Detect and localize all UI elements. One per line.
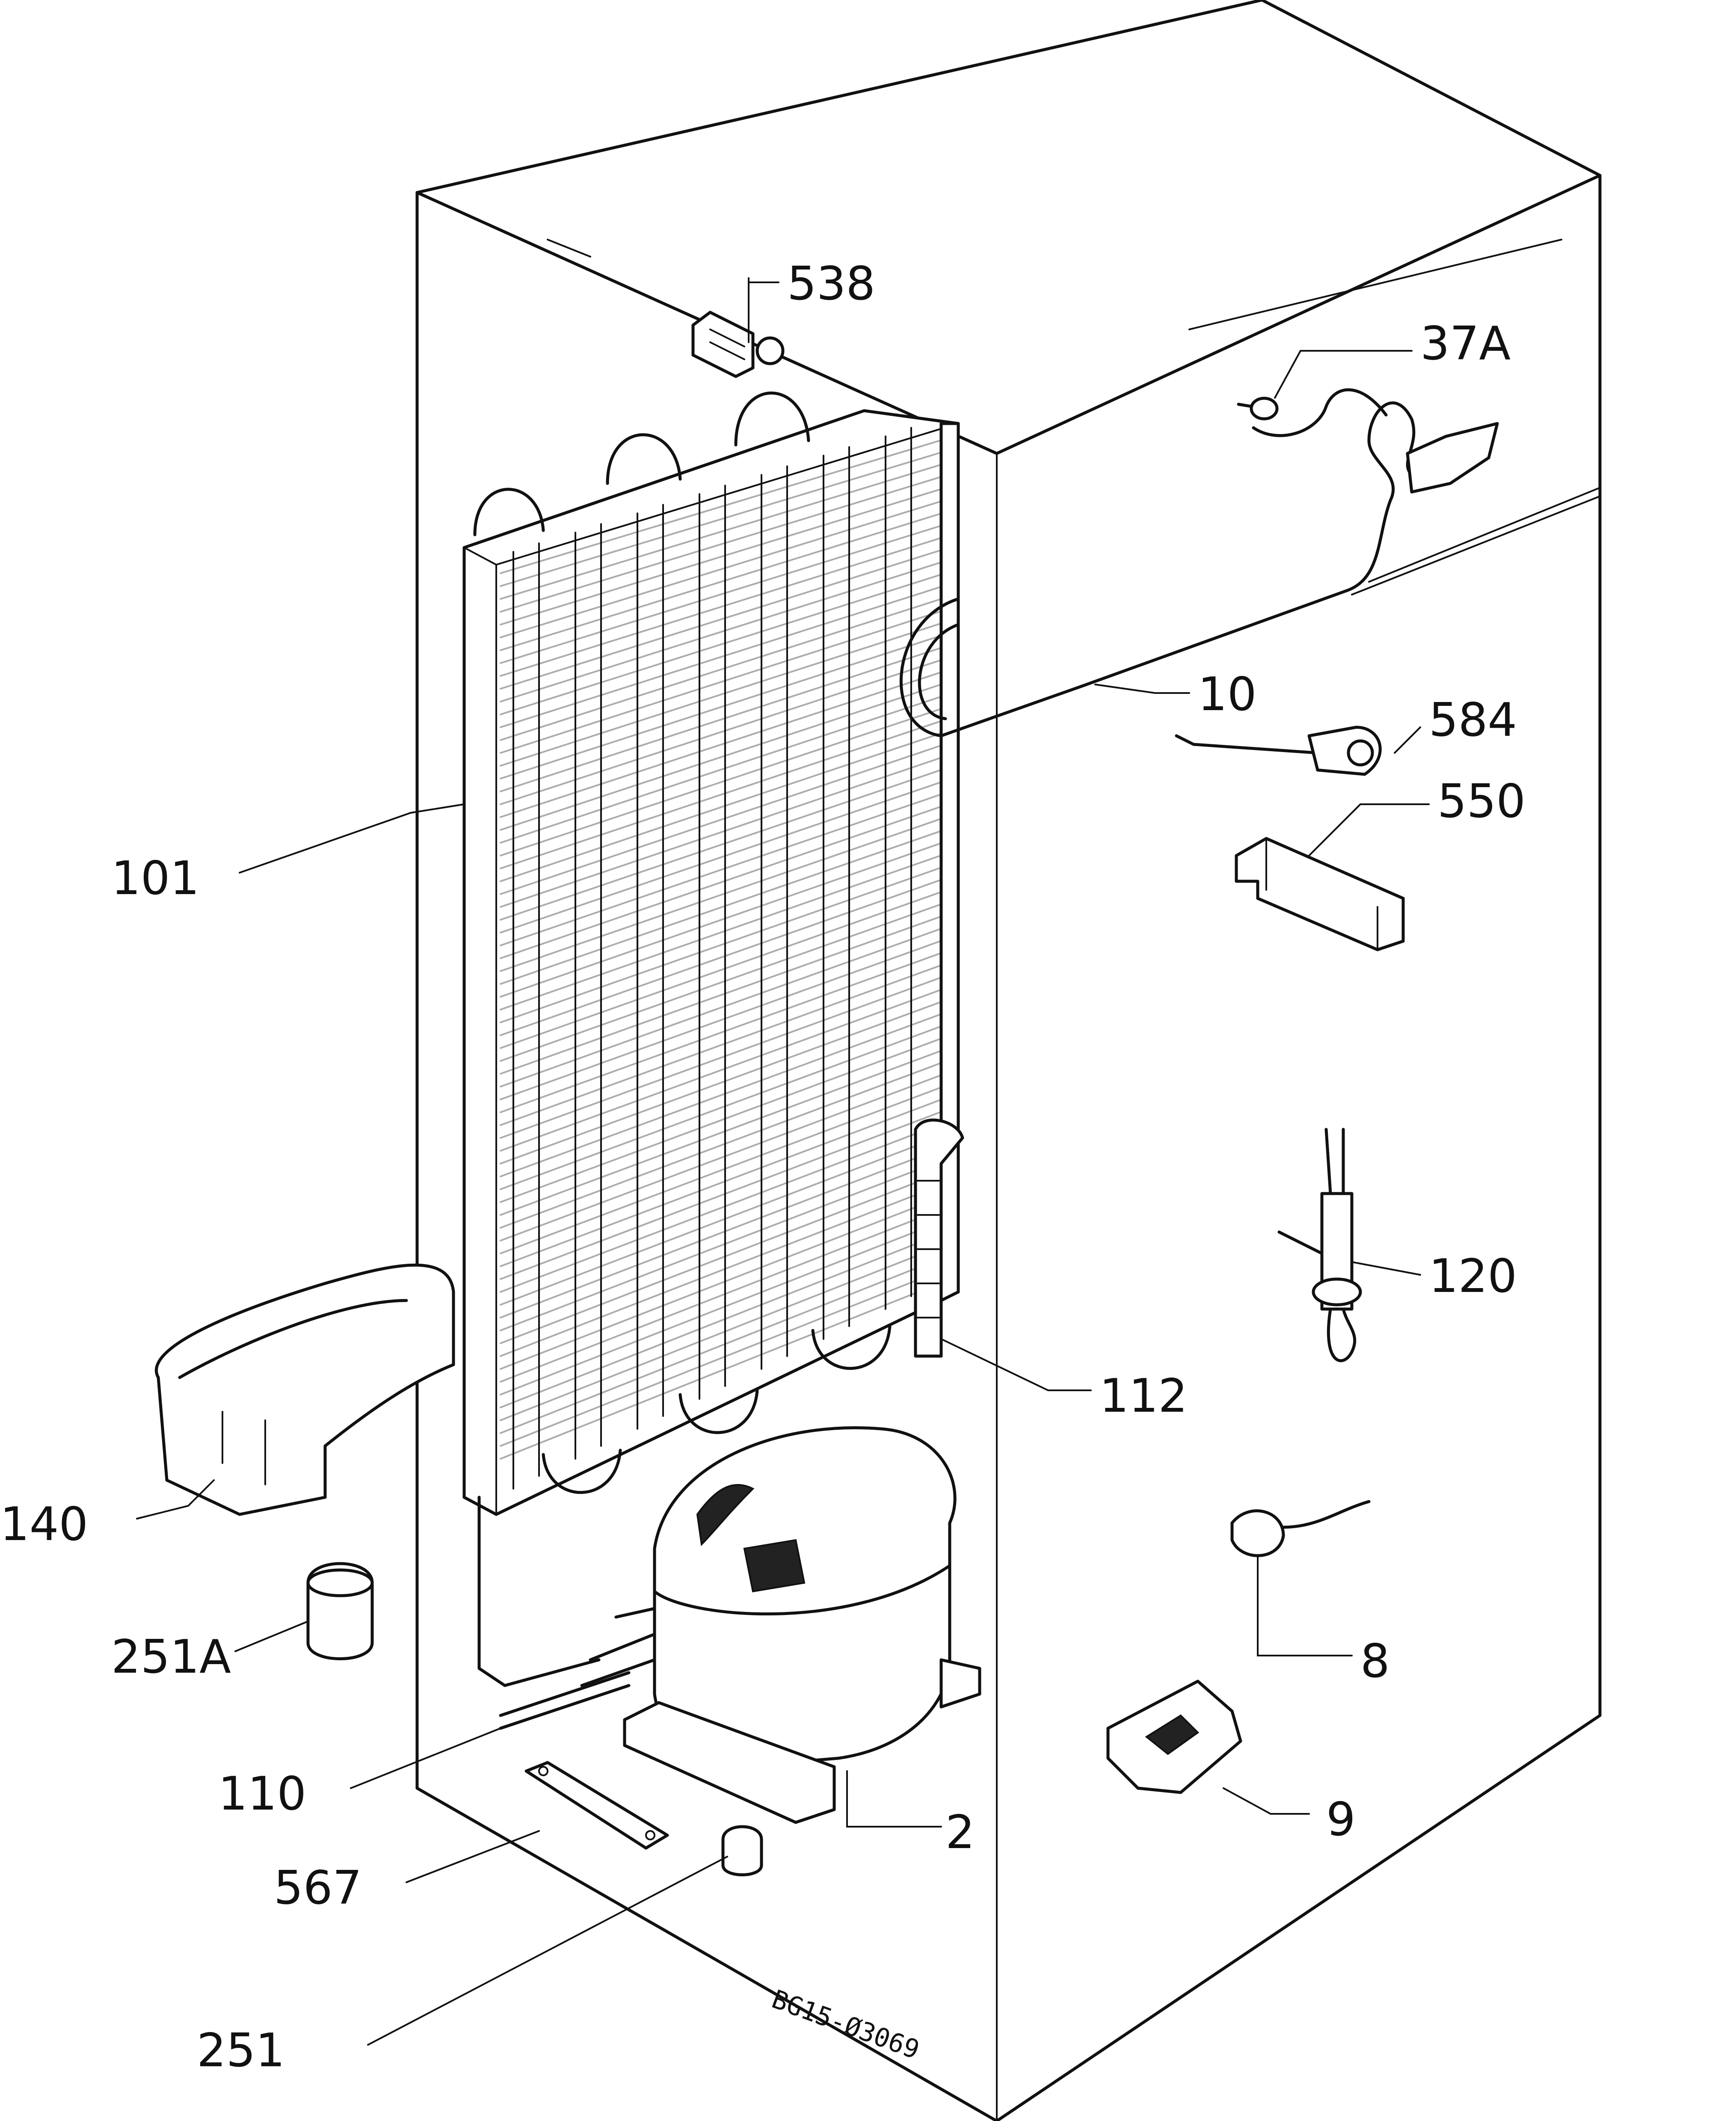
part-labels: 538 37A 10 584 550 101 120 112 140 8 251… bbox=[0, 257, 1526, 2077]
label-8: 8 bbox=[1360, 1635, 1390, 1688]
refrigerator-cabinet bbox=[415, 0, 1602, 2121]
drawing-code: BG15-Ø3069 bbox=[768, 1984, 923, 2065]
label-9: 9 bbox=[1326, 1793, 1356, 1846]
label-110: 110 bbox=[218, 1767, 306, 1821]
sensor-part-584 bbox=[1175, 726, 1382, 776]
thermostat-part-120 bbox=[1277, 1128, 1362, 1363]
label-567: 567 bbox=[274, 1861, 362, 1915]
drip-tray-part-140 bbox=[154, 1263, 455, 1516]
label-251: 251 bbox=[197, 2024, 285, 2077]
grommet-part-251A bbox=[306, 1562, 374, 1660]
label-101: 101 bbox=[111, 852, 199, 905]
label-140: 140 bbox=[0, 1498, 88, 1551]
plug-part-37A bbox=[1237, 397, 1279, 421]
condenser-coil bbox=[462, 391, 960, 1687]
switch-part-9 bbox=[1106, 1680, 1242, 1794]
label-2: 2 bbox=[945, 1806, 975, 1859]
lamp-holder-part-8 bbox=[1230, 1500, 1371, 1557]
label-112: 112 bbox=[1099, 1369, 1188, 1423]
label-538: 538 bbox=[787, 257, 875, 311]
condenser-fins bbox=[500, 427, 955, 1490]
label-10: 10 bbox=[1198, 668, 1256, 721]
bracket-part-550 bbox=[1235, 837, 1405, 951]
label-251A: 251A bbox=[111, 1630, 231, 1684]
cap-part-251 bbox=[721, 1825, 763, 1876]
clip-part-538 bbox=[691, 311, 785, 378]
label-37A: 37A bbox=[1420, 317, 1511, 370]
pipe-loop bbox=[899, 388, 1499, 738]
hose-part-112 bbox=[914, 1118, 964, 1358]
tube-part-110 bbox=[499, 1671, 631, 1730]
label-584: 584 bbox=[1429, 693, 1517, 747]
strap-part-567 bbox=[524, 1761, 669, 1850]
leader-lines bbox=[136, 277, 1430, 2046]
label-120: 120 bbox=[1429, 1250, 1517, 1303]
compressor-part-2 bbox=[580, 1426, 981, 1824]
label-550: 550 bbox=[1437, 775, 1526, 828]
